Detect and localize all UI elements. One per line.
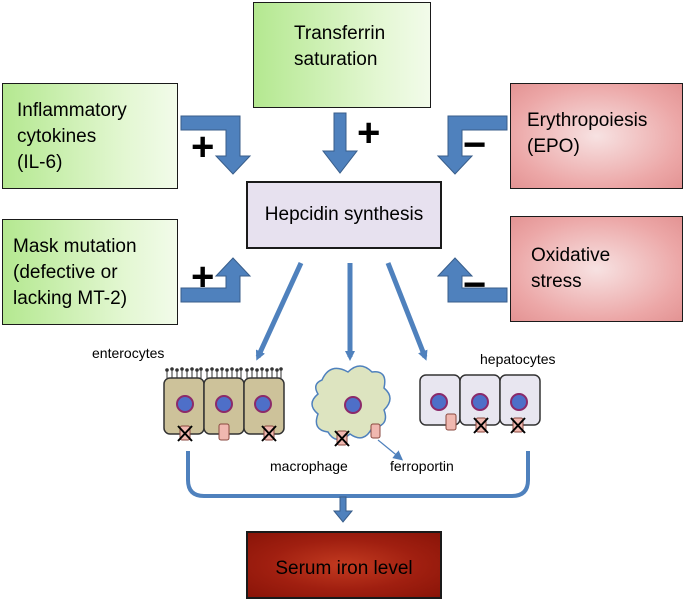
oxidative-stress-box: Oxidative stress <box>510 216 683 322</box>
enterocytes-cells <box>163 367 285 442</box>
bent-arrow-oxidative <box>436 257 508 303</box>
sign-transferrin: + <box>357 111 380 155</box>
microvilli <box>166 370 282 378</box>
serum-iron-level-text: Serum iron level <box>275 558 413 579</box>
bent-arrow-inflammatory <box>180 115 252 175</box>
hepcidin-synthesis-box: Hepcidin synthesis <box>246 181 442 249</box>
oxidative-stress-text: Oxidative stress <box>531 245 611 292</box>
straight-arrow-transferrin <box>321 112 359 174</box>
thin-arrow-enterocytes <box>255 261 304 361</box>
sign-oxidative: − <box>463 263 486 307</box>
inflammatory-cytokines-box: Inflammatory cytokines (IL-6) <box>2 83 178 189</box>
mask-mutation-box: Mask mutation (defective or lacking MT-2… <box>2 219 178 325</box>
hepcidin-synthesis-text: Hepcidin synthesis <box>264 204 424 225</box>
bent-arrow-mask <box>180 257 252 303</box>
arrow-to-serum <box>332 496 354 523</box>
mask-mutation-text: Mask mutation (defective or lacking MT-2… <box>13 236 137 309</box>
transferrin-saturation-text: Transferrin saturation <box>294 23 386 70</box>
inflammatory-cytokines-text: Inflammatory cytokines (IL-6) <box>17 100 127 173</box>
sign-erythropoiesis: − <box>463 123 486 167</box>
bent-arrow-erythropoiesis <box>436 115 508 175</box>
macrophage-label: macrophage <box>270 458 348 474</box>
sign-inflammatory: + <box>191 125 214 169</box>
serum-iron-level-box: Serum iron level <box>246 531 442 599</box>
sign-mask: + <box>191 255 214 299</box>
hepatocytes-cells <box>419 374 541 434</box>
thin-arrow-hepatocytes <box>385 262 428 361</box>
erythropoiesis-box: Erythropoiesis (EPO) <box>510 83 683 189</box>
bracket-to-serum <box>186 451 530 498</box>
hepatocytes-label: hepatocytes <box>480 351 556 367</box>
ferroportin-label: ferroportin <box>390 458 454 474</box>
enterocytes-label: enterocytes <box>92 345 165 361</box>
transferrin-saturation-box: Transferrin saturation <box>253 2 431 108</box>
erythropoiesis-text: Erythropoiesis (EPO) <box>527 110 648 157</box>
macrophage-cell <box>311 365 404 461</box>
